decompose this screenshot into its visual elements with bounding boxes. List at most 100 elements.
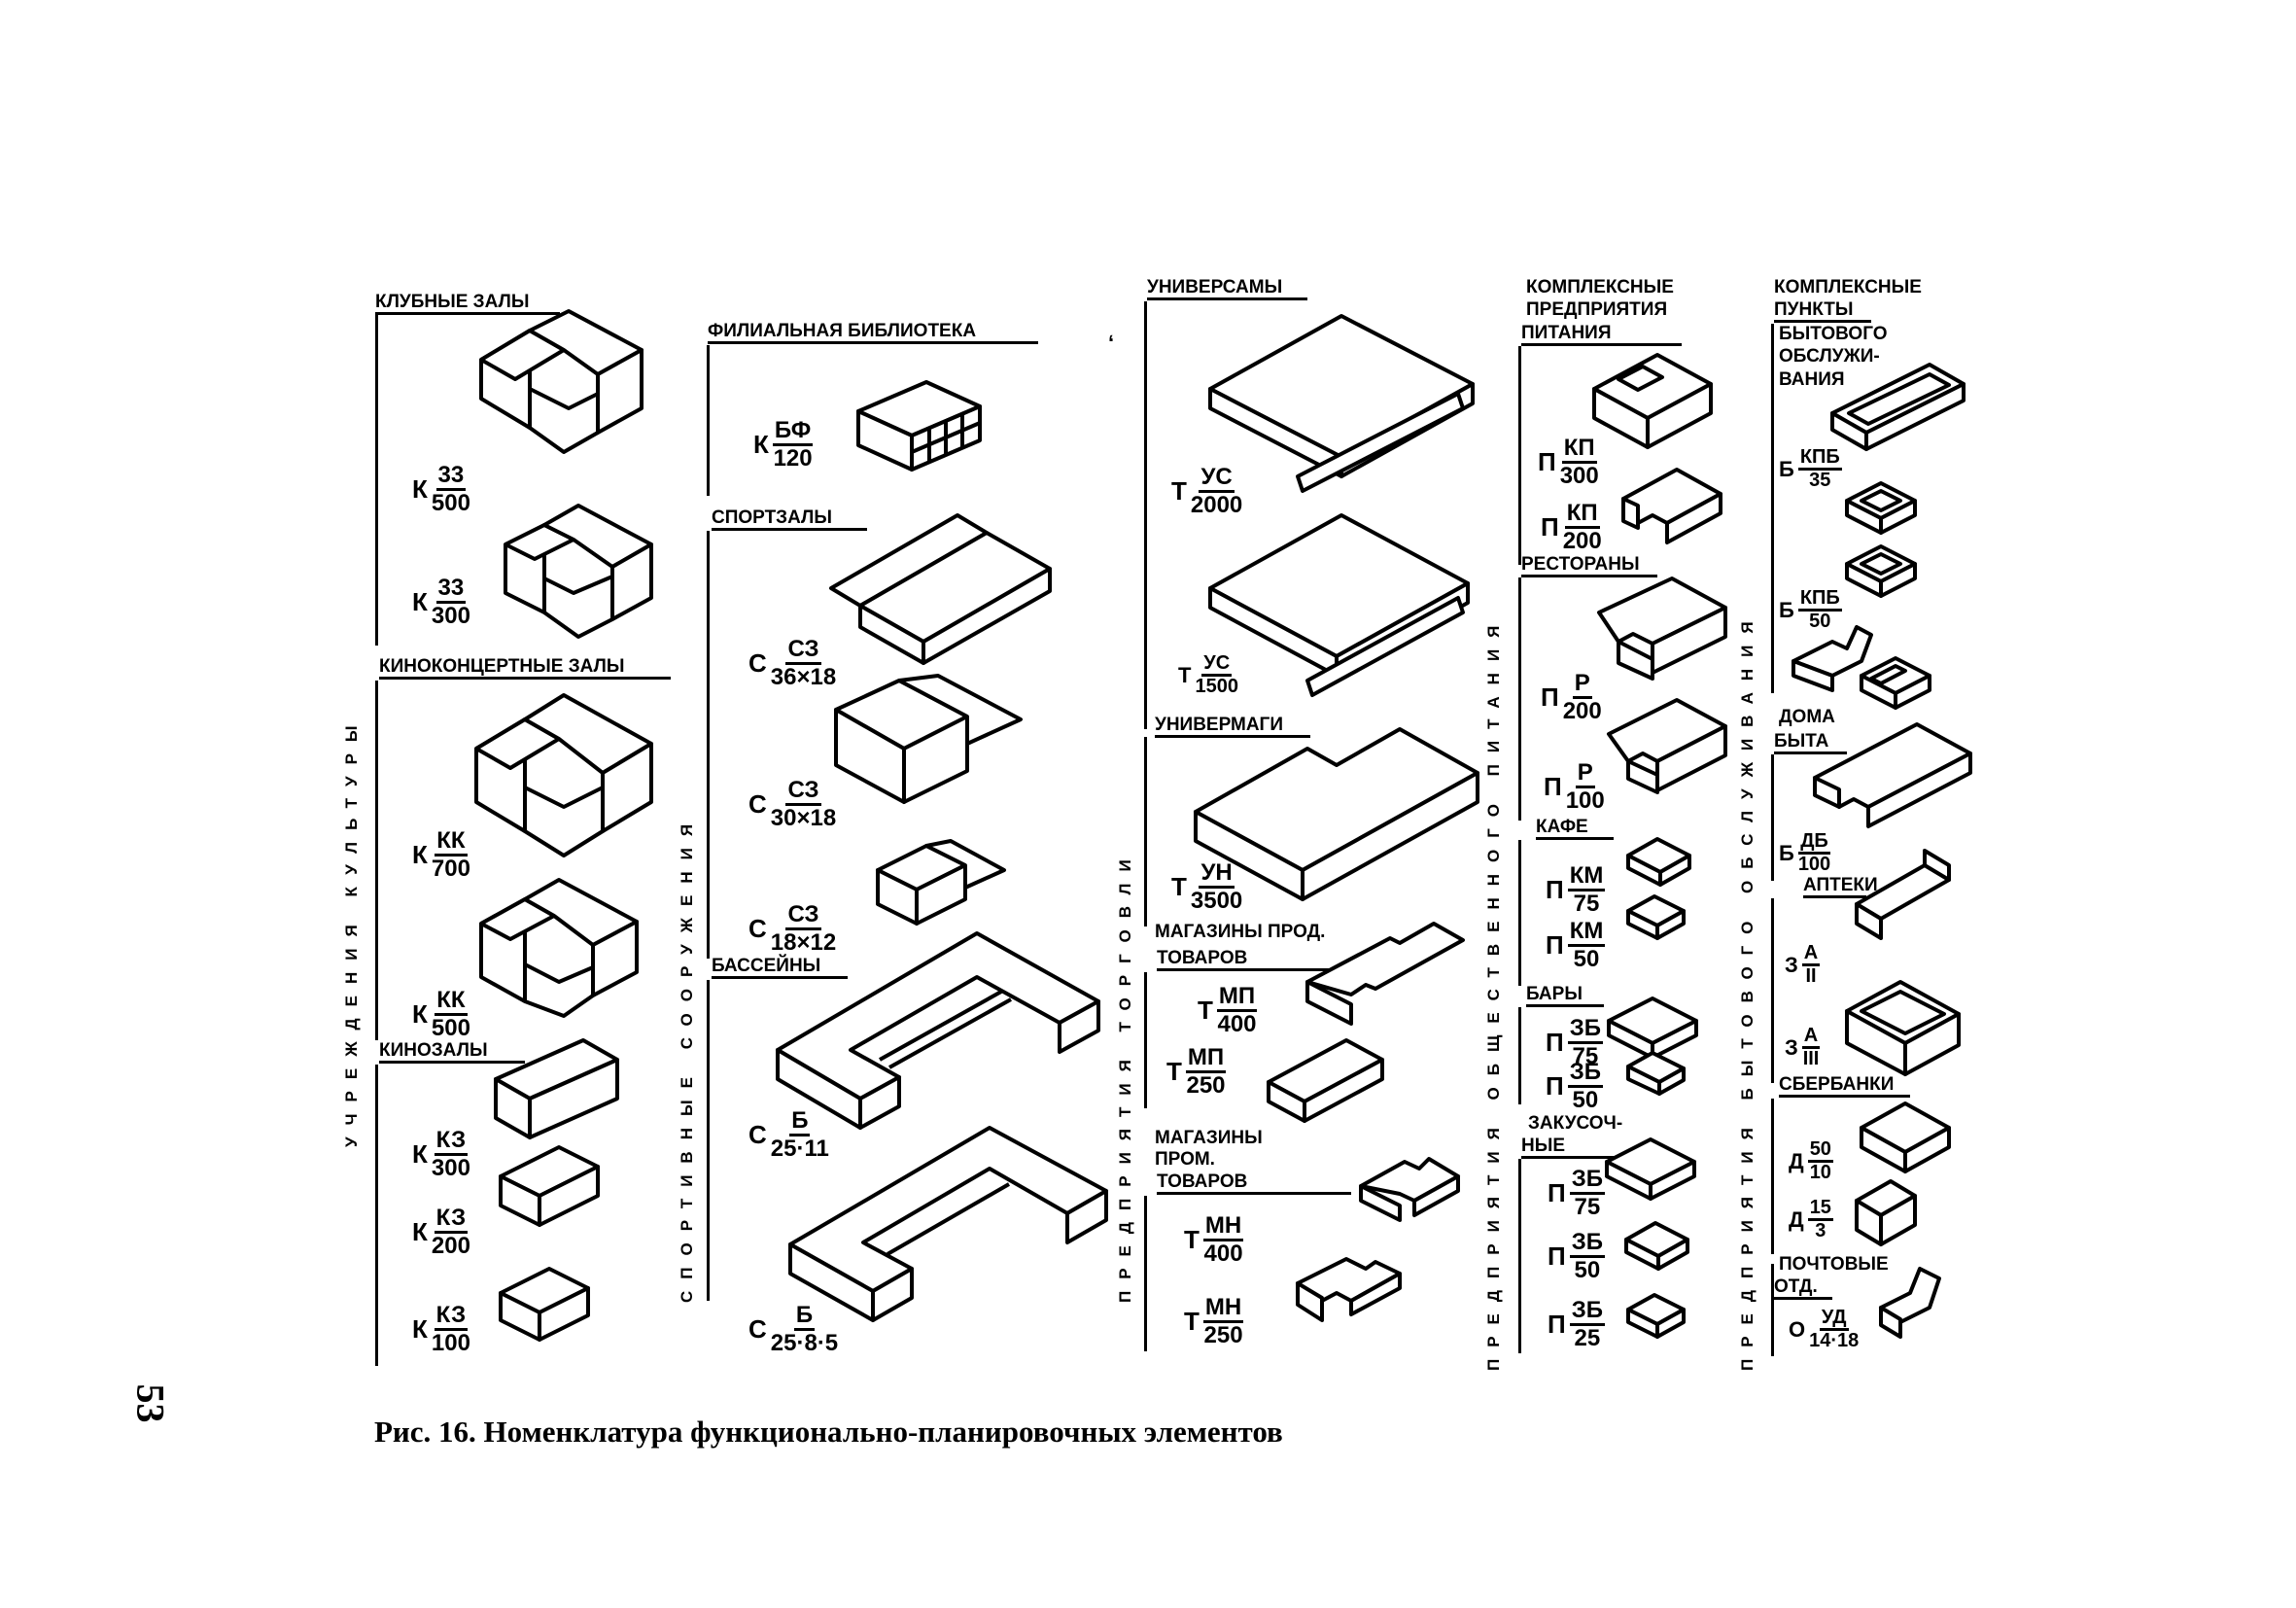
group-heading: ФИЛИАЛЬНАЯ БИБЛИОТЕКА [708,321,1038,344]
group-heading: УНИВЕРМАГИ [1155,715,1310,738]
bracket [1144,1196,1147,1351]
bracket [1518,577,1521,821]
group-heading: ДОМА [1779,707,1835,727]
building-supermarket-1500 [1208,513,1470,697]
building-snack-50 [1624,1221,1689,1271]
building-cinema-500 [479,878,639,1018]
group-heading: КИНОКОНЦЕРТНЫЕ ЗАЛЫ [379,656,671,680]
stray-mark: ʻ [1108,331,1115,355]
building-service-complex-35b [1845,544,1917,598]
group-heading: МАГАЗИНЫ ПРОД. [1155,922,1326,942]
building-service-complex-large [1830,363,1966,451]
bracket [707,980,710,1301]
building-kinozal-100 [499,1267,590,1342]
group-heading-line: ТОВАРОВ [1157,1171,1351,1195]
building-library [856,380,982,472]
building-service-complex-50a [1792,625,1873,692]
group-heading-line: БЫТА [1774,731,1847,754]
building-snack-25 [1626,1293,1686,1339]
group-heading-line: БЫТОВОГО [1779,324,1888,344]
building-savings-bank-15 [1855,1179,1917,1246]
bracket [1144,737,1147,926]
building-restaurant-100 [1607,698,1727,794]
building-club-300 [504,504,653,639]
group-heading: БАССЕЙНЫ [712,956,848,979]
building-service-complex-35a [1845,481,1917,535]
page-number: 53 [128,1383,173,1423]
group-heading-line: ПУНКТЫ [1774,299,1871,323]
building-pharmacy-ii [1855,849,1951,940]
building-pool-25x11 [776,931,1100,1130]
building-kinozal-300 [494,1038,619,1139]
group-heading: КИНОЗАЛЫ [379,1040,525,1064]
bracket [1518,840,1521,986]
building-cinema-700 [474,693,653,857]
group-heading-line: ПРОМ. [1155,1149,1215,1170]
building-pool-25x8-5 [788,1126,1108,1322]
group-heading: ПОЧТОВЫЕ [1779,1254,1889,1275]
bracket [1144,972,1147,1108]
bracket [1518,346,1521,565]
vertical-title-trade: ПРЕДПРИЯТИЯ ТОРГОВЛИ [1116,848,1134,1303]
bracket [707,531,710,959]
building-restaurant-200 [1597,577,1727,681]
bracket [1518,1159,1521,1353]
group-heading-line: ПИТАНИЯ [1521,323,1682,346]
bracket [1771,324,1774,693]
building-sportzal-18x12 [876,839,1006,926]
group-heading: УНИВЕРСАМЫ [1147,277,1307,300]
group-heading: МАГАЗИНЫ [1155,1128,1263,1148]
building-food-complex-300 [1592,353,1713,449]
group-heading: АПТЕКИ [1803,875,1878,898]
building-food-shop-400 [1305,922,1465,1026]
bracket [1771,898,1774,1083]
building-savings-bank-50 [1860,1101,1951,1173]
building-food-complex-200 [1621,468,1722,544]
building-post-office [1879,1267,1941,1339]
building-goods-shop-400 [1359,1157,1460,1222]
group-heading: СБЕРБАНКИ [1779,1074,1910,1098]
group-heading: СПОРТЗАЛЫ [712,507,867,531]
group-heading-line: ВАНИЯ [1779,369,1845,390]
vertical-title-culture: УЧРЕЖДЕНИЯ КУЛЬТУРЫ [342,714,361,1147]
building-bar-75 [1607,996,1698,1060]
group-heading: КОМПЛЕКСНЫЕ [1774,277,1922,297]
building-home-services [1813,722,1972,828]
building-goods-shop-250 [1296,1257,1402,1322]
group-heading: ЗАКУСОЧ- [1528,1113,1623,1134]
bracket [1518,1007,1521,1104]
group-heading-line: ТОВАРОВ [1157,948,1351,971]
building-service-complex-50b [1860,656,1931,710]
building-supermarket-2000 [1208,314,1475,493]
building-cafe-75 [1626,837,1691,887]
bracket [1144,301,1147,729]
building-snack-75 [1605,1137,1696,1201]
